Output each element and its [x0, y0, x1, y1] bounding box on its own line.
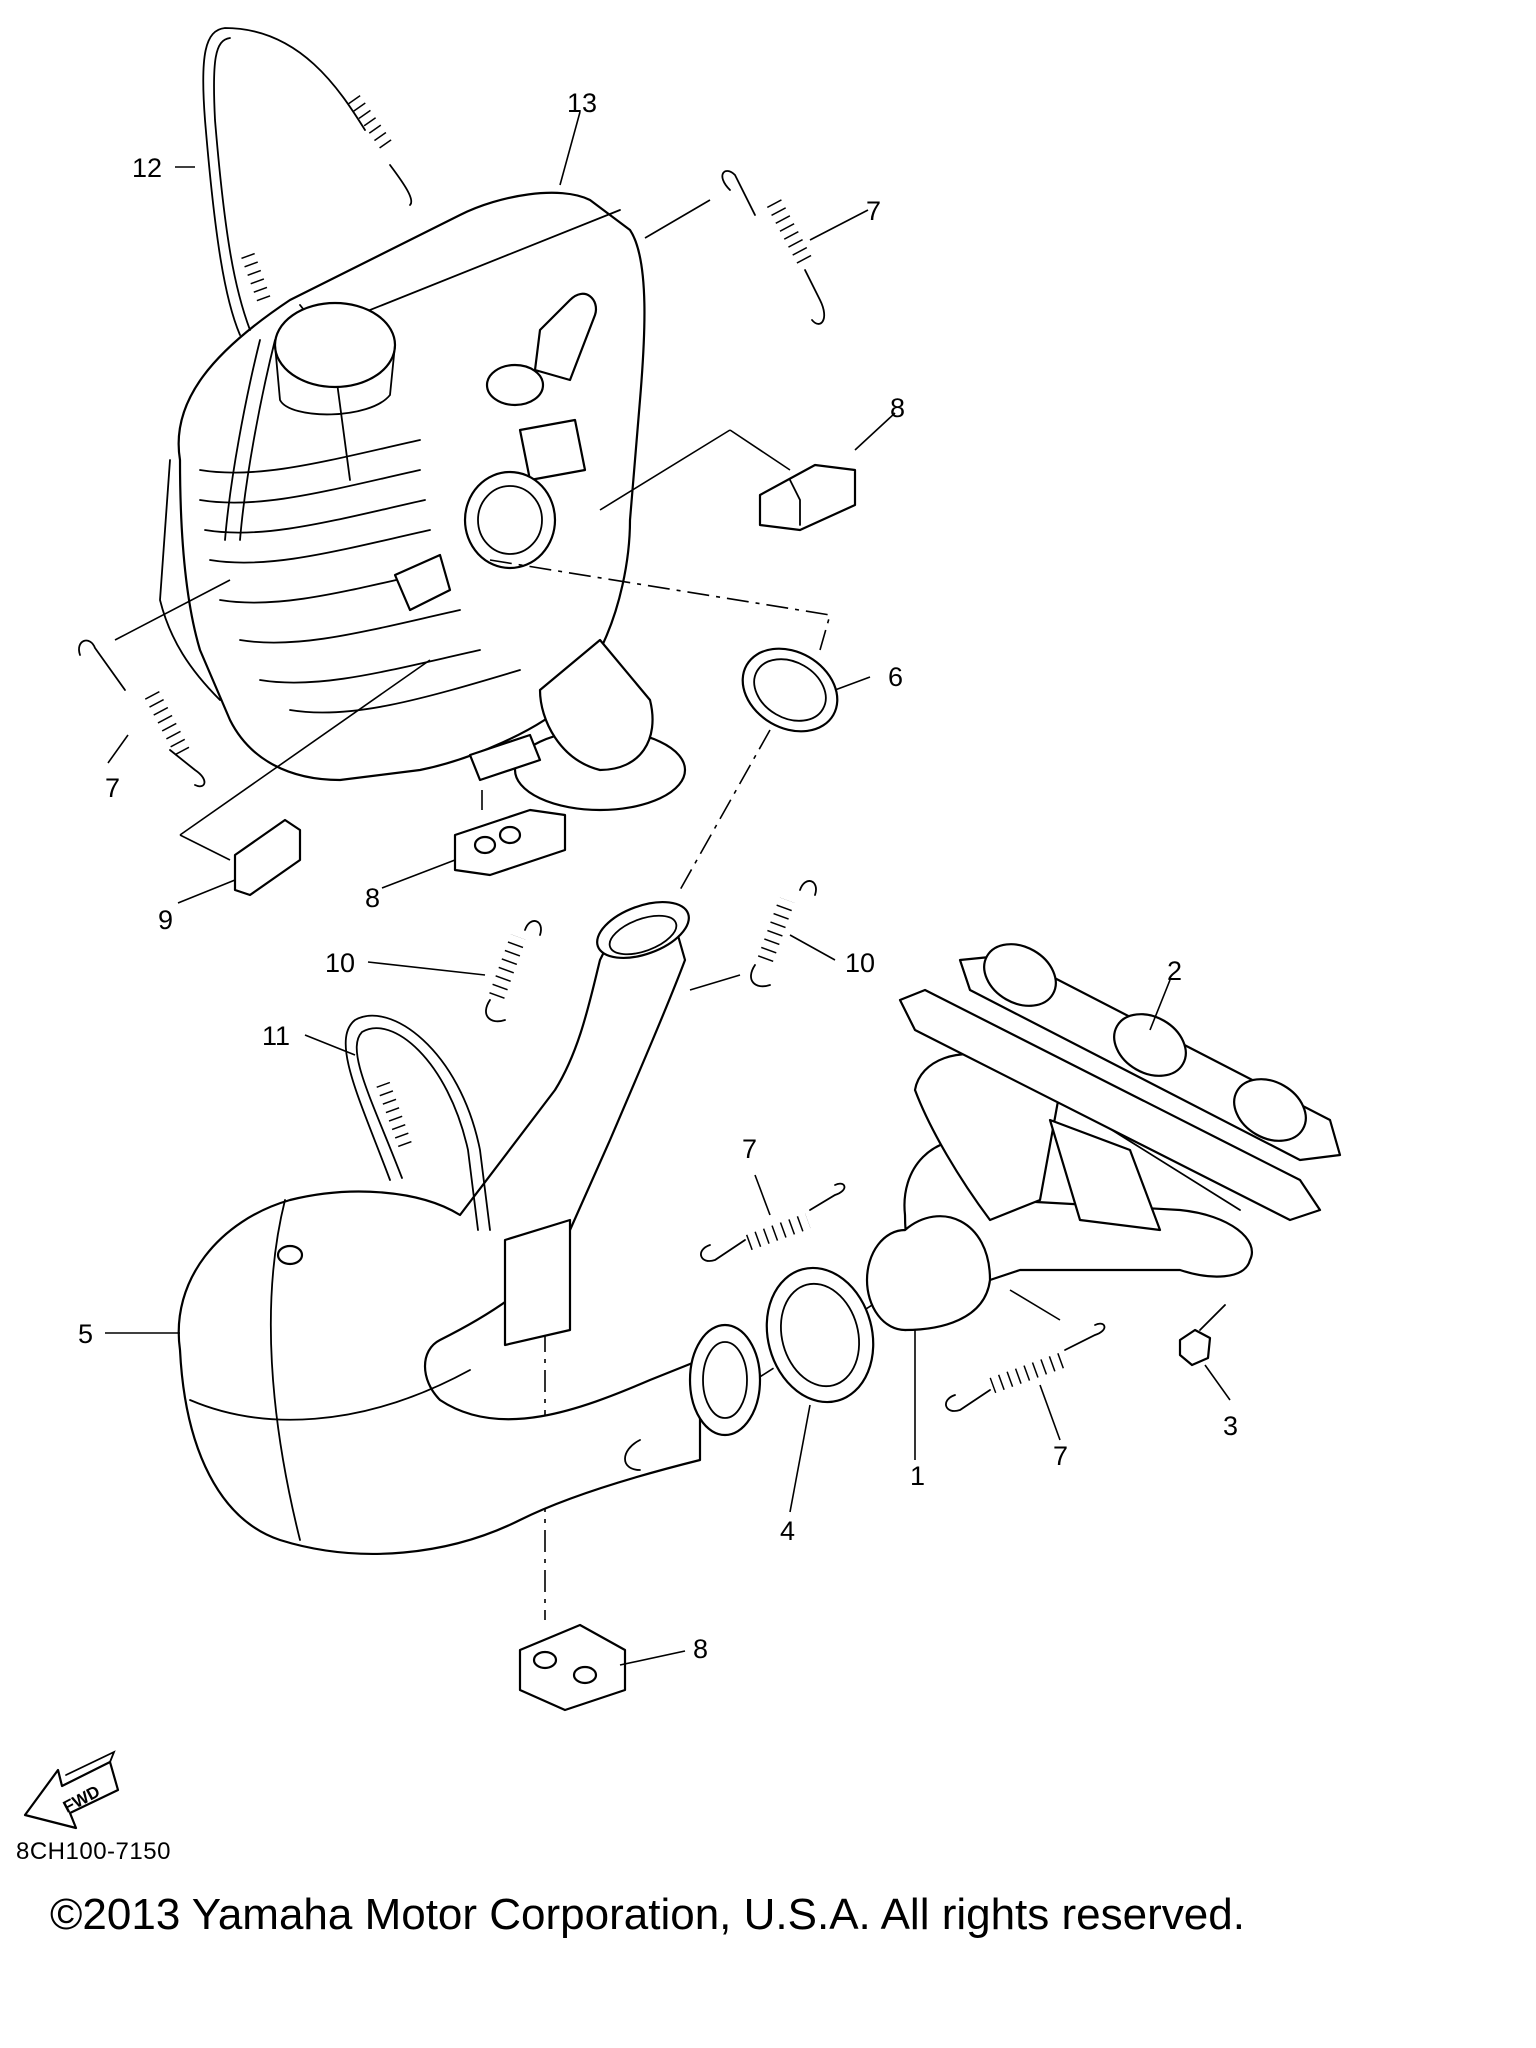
- callout-9: 9: [158, 905, 173, 935]
- centerline-6-to-5: [679, 729, 771, 891]
- fwd-arrow-icon: FWD: [23, 1750, 120, 1830]
- callout-13: 13: [567, 88, 597, 118]
- callout-5: 5: [78, 1319, 93, 1349]
- spring-10-left: [485, 920, 542, 1023]
- leader-lines: [105, 111, 1231, 1666]
- diagram-code: 8CH100-7150: [16, 1838, 171, 1865]
- callout-6: 6: [888, 662, 903, 692]
- spring-7-left: [78, 579, 231, 788]
- rubber-mount-9: [179, 659, 431, 897]
- manifold-gasket-2: [898, 943, 1342, 1222]
- gasket-ring-4: [765, 1266, 875, 1404]
- spring-10-right: [689, 880, 817, 991]
- callout-7-top: 7: [866, 196, 881, 226]
- callout-2: 2: [1167, 956, 1182, 986]
- callout-7-middle: 7: [742, 1134, 757, 1164]
- callout-10-right: 10: [845, 948, 875, 978]
- water-box-muffler: [159, 191, 687, 812]
- rubber-mount-8-top: [599, 429, 857, 532]
- exhaust-manifold-1: [865, 1053, 1253, 1332]
- callout-8-top: 8: [890, 393, 905, 423]
- callout-1: 1: [910, 1461, 925, 1491]
- callout-4: 4: [780, 1516, 795, 1546]
- rubber-mount-8-middle: [453, 790, 567, 877]
- expansion-chamber-5: [177, 901, 762, 1555]
- seal-ring-6: [741, 647, 839, 733]
- callout-8-middle: 8: [365, 883, 380, 913]
- bolt-3: [1178, 1304, 1226, 1367]
- spring-7-lower-right: [945, 1289, 1106, 1412]
- callout-7-left: 7: [105, 773, 120, 803]
- callout-11: 11: [262, 1021, 290, 1051]
- muffler-strap: [202, 27, 413, 541]
- spring-7-top: [644, 170, 825, 325]
- callout-10-left: 10: [325, 948, 355, 978]
- spring-7-lower-left: [700, 1182, 846, 1262]
- copyright-notice: ©2013 Yamaha Motor Corporation, U.S.A. A…: [50, 1890, 1245, 1939]
- callout-3: 3: [1223, 1411, 1238, 1441]
- centerline-13-to-6: [489, 559, 832, 651]
- callout-7-lower: 7: [1053, 1441, 1068, 1471]
- callout-8-bottom: 8: [693, 1634, 708, 1664]
- callout-12: 12: [132, 153, 162, 183]
- rubber-mount-8-bottom: [518, 1623, 627, 1712]
- chamber-strap-11: [344, 1014, 491, 1231]
